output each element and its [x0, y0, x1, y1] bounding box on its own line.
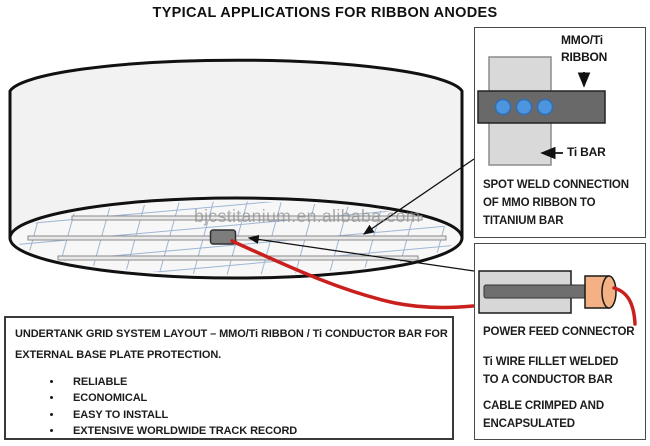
conductor-bar-shape: [483, 284, 589, 299]
conductor-bar: [57, 255, 419, 261]
layout-heading: UNDERTANK GRID SYSTEM LAYOUT – MMO/Ti RI…: [15, 328, 448, 361]
spot-weld-dot: [536, 98, 554, 116]
power-feed-illustration: [478, 270, 637, 326]
watermark: bjcstitanium.en.alibaba.com: [194, 206, 421, 226]
ribbon-label: MMO/Ti RIBBON: [561, 33, 608, 64]
conductor-bar: [27, 235, 447, 241]
power-feed-panel: POWER FEED CONNECTOR Ti WIRE FILLET WELD…: [474, 243, 646, 440]
benefits-list: RELIABLE ECONOMICAL EASY TO INSTALL EXTE…: [15, 374, 443, 440]
ti-bar-label: Ti BAR: [567, 145, 606, 159]
grid-line: [16, 243, 456, 275]
page-title: TYPICAL APPLICATIONS FOR RIBBON ANODES: [152, 5, 498, 21]
spot-weld-panel: MMO/Ti RIBBON Ti BAR SPOT WELD CONNECTIO…: [474, 27, 646, 238]
spot-weld-illustration: [477, 56, 606, 166]
spot-weld-leader-arrow: [362, 158, 475, 235]
spot-weld-caption: SPOT WELD CONNECTION OF MMO RIBBON TO TI…: [483, 179, 629, 227]
list-item: RELIABLE: [63, 374, 443, 391]
layout-description-panel: UNDERTANK GRID SYSTEM LAYOUT – MMO/Ti RI…: [4, 316, 454, 440]
power-cable: [230, 239, 475, 310]
list-item: EXTENSIVE WORLDWIDE TRACK RECORD: [63, 423, 443, 440]
list-item: EASY TO INSTALL: [63, 407, 443, 424]
tank-outline: [8, 58, 464, 240]
power-feed-junction: [209, 229, 237, 245]
conductor-bar: [71, 215, 423, 221]
spot-weld-dot: [515, 98, 533, 116]
power-feed-note1: Ti WIRE FILLET WELDED TO A CONDUCTOR BAR: [483, 356, 619, 386]
power-feed-leader-arrow: [247, 234, 475, 272]
connector-cylinder-end: [601, 275, 617, 309]
connector-cable: [612, 286, 637, 326]
spot-weld-dot: [494, 98, 512, 116]
power-feed-note2: CABLE CRIMPED AND ENCAPSULATED: [483, 400, 604, 430]
power-feed-caption: POWER FEED CONNECTOR: [483, 326, 635, 338]
list-item: ECONOMICAL: [63, 390, 443, 407]
